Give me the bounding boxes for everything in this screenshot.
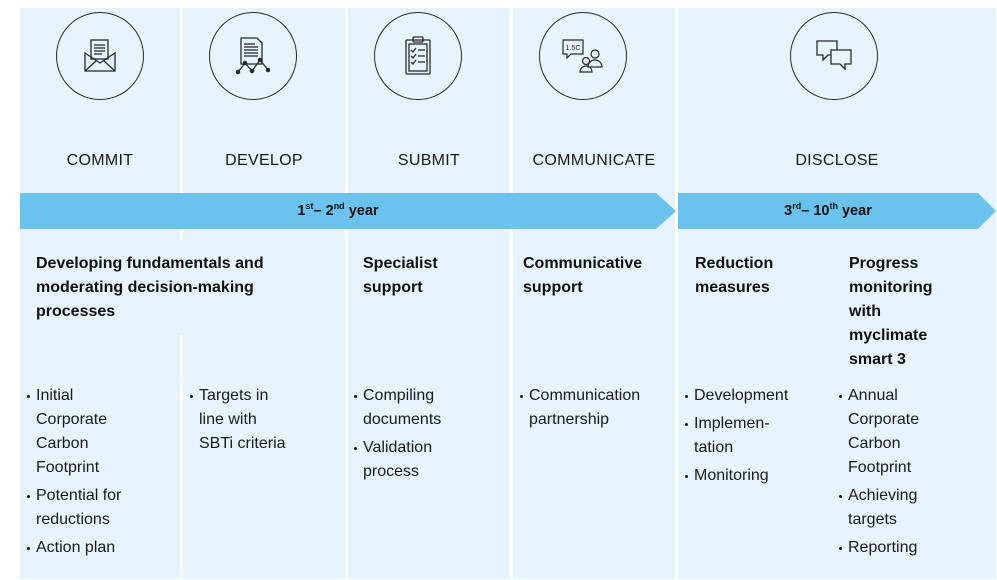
heading-reduction-measures: Reduction measures	[695, 255, 774, 296]
list-item: Monitoring	[684, 464, 834, 488]
submit-icon-circle	[374, 12, 462, 100]
heading-specialist-support: Specialist support	[363, 255, 438, 296]
disclose-icon-circle	[790, 12, 878, 100]
column-communicate	[513, 8, 675, 579]
heading-communicative-support: Communicative support	[523, 255, 643, 296]
envelope-document-icon	[84, 39, 116, 72]
timeline-label-1: 1st– 2nd year	[297, 201, 379, 220]
column-commit	[20, 8, 180, 579]
phase-label-develop: DEVELOP	[225, 152, 303, 169]
document-chart-icon	[235, 37, 271, 75]
timeline-arrow-1	[20, 193, 676, 229]
icon-temperature-text: 1.5C	[566, 45, 581, 52]
heading-progress-monitoring: Progress monitoring with myclimate smart…	[849, 255, 933, 368]
reduction-bullet-list: Development Implemen-tation Monitoring	[684, 384, 834, 492]
column-develop	[183, 8, 345, 579]
column-submit	[348, 8, 510, 579]
list-item: Implemen-tation	[684, 412, 834, 460]
chat-bubbles-icon	[816, 40, 852, 71]
communicate-icon-circle: 1.5C	[539, 12, 627, 100]
timeline-label-2: 3rd– 10th year	[784, 201, 872, 220]
list-item: Development	[684, 384, 834, 408]
phase-label-communicate: COMMUNICATE	[532, 152, 656, 169]
timeline-arrow-2	[678, 193, 996, 229]
column-disclose	[678, 8, 996, 579]
phase-label-submit: SUBMIT	[397, 152, 461, 169]
phase-label-disclose: DISCLOSE	[795, 152, 879, 169]
list-item: Action plan	[26, 536, 176, 560]
clipboard-checklist-icon	[405, 36, 431, 75]
phase-label-commit: COMMIT	[66, 152, 134, 169]
heading-developing-fundamentals: Developing fundamentals and moderating d…	[36, 255, 264, 320]
speech-bubble-people-icon: 1.5C	[562, 39, 603, 73]
commit-icon-circle	[56, 12, 144, 100]
heading-bridge	[178, 240, 186, 335]
develop-icon-circle	[209, 12, 297, 100]
list-item: Reporting	[838, 536, 988, 560]
